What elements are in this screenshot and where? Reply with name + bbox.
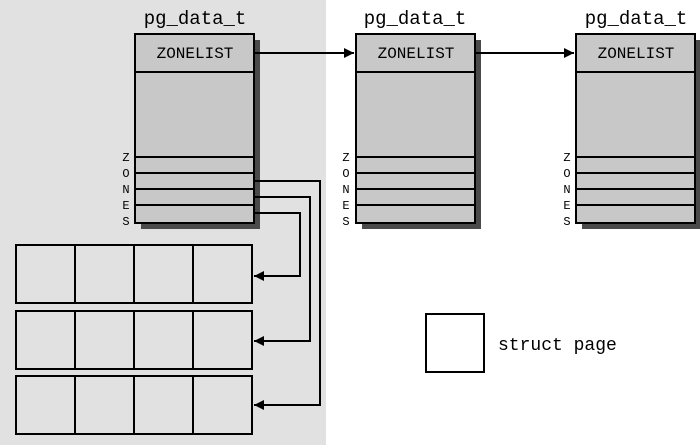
zones-letter: N: [563, 183, 570, 197]
zone-to-pages-arrow: [254, 180, 321, 410]
zones-letter: O: [563, 167, 570, 181]
zones-letter: E: [122, 199, 129, 213]
zones-vertical-label: Z O N E S: [342, 151, 349, 229]
zones-letter: E: [342, 199, 349, 213]
zone-slots: [356, 156, 475, 206]
zone-to-pages-arrow: [254, 212, 301, 281]
zones-letter: Z: [563, 151, 570, 165]
zones-letter: Z: [122, 151, 129, 165]
node-title: pg_data_t: [144, 8, 247, 30]
node-box: [355, 33, 476, 224]
zones-letter: S: [122, 215, 129, 229]
zones-letter: S: [563, 215, 570, 229]
zones-letter: N: [342, 183, 349, 197]
node-title: pg_data_t: [585, 8, 688, 30]
zone-slots: [135, 156, 254, 206]
zone-slots: [576, 156, 695, 206]
pg-data-node-0: pg_data_t ZONELIST Z O N E S: [122, 8, 260, 229]
pg-data-node-2: pg_data_t ZONELIST Z O N E S: [563, 8, 700, 229]
page-array-0: [15, 244, 253, 304]
zonelist-label: ZONELIST: [157, 45, 234, 63]
page-array-1: [15, 310, 253, 370]
node-box: [134, 33, 255, 224]
zonelist-label: ZONELIST: [378, 45, 455, 63]
page-array-2: [15, 375, 253, 435]
zones-letter: Z: [342, 151, 349, 165]
zones-letter: S: [342, 215, 349, 229]
node-title: pg_data_t: [364, 8, 467, 30]
zones-letter: N: [122, 183, 129, 197]
zones-vertical-label: Z O N E S: [563, 151, 570, 229]
zones-vertical-label: Z O N E S: [122, 151, 129, 229]
zones-letter: O: [122, 167, 129, 181]
zones-letter: E: [563, 199, 570, 213]
pg-data-node-1: pg_data_t ZONELIST Z O N E S: [342, 8, 481, 229]
struct-page-legend-icon: [425, 313, 485, 373]
zones-letter: O: [342, 167, 349, 181]
zone-to-pages-arrow: [254, 196, 311, 346]
legend: struct page: [425, 313, 617, 373]
node-box: [575, 33, 696, 224]
zonelist-label: ZONELIST: [598, 45, 675, 63]
legend-label: struct page: [498, 336, 617, 356]
